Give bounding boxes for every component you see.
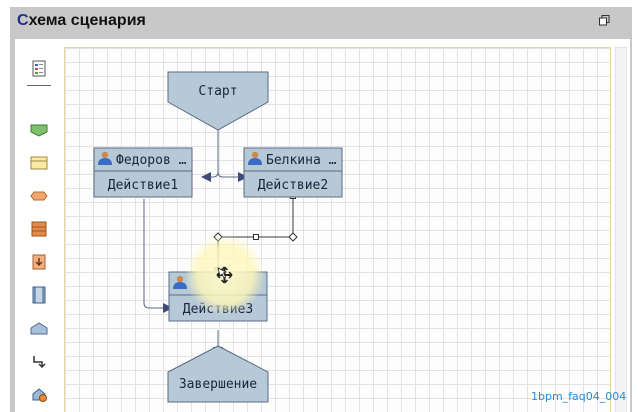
connector-action1-action3[interactable]: [143, 199, 173, 313]
panel-header: Схема сценария: [10, 7, 632, 37]
connector-handle[interactable]: [288, 232, 298, 242]
connector-start-action1[interactable]: [201, 130, 219, 182]
connector-handle[interactable]: [253, 234, 259, 240]
user-icon: [173, 275, 187, 289]
connector-selection-handles: [213, 193, 298, 242]
panel-title-initial: С: [17, 12, 29, 29]
action2-user: Белкина …: [266, 153, 337, 168]
import-shape-tool[interactable]: [29, 252, 49, 272]
end-shape-tool[interactable]: [29, 318, 49, 338]
diagram-svg: Старт Федоров … Действие1: [93, 71, 343, 403]
hexagon-shape-tool[interactable]: [29, 186, 49, 206]
start-shape-tool[interactable]: [29, 120, 49, 140]
maximize-icon[interactable]: [599, 15, 610, 26]
properties-icon[interactable]: [29, 59, 49, 79]
user-icon: [98, 151, 112, 165]
shape-palette: [15, 39, 63, 412]
action1-label: Действие1: [108, 178, 178, 193]
panel-title-text: хема сценария: [28, 12, 146, 29]
image-watermark: 1bpm_faq04_004: [531, 390, 627, 403]
vertical-scrollbar[interactable]: [615, 47, 627, 412]
action2-label: Действие2: [258, 178, 328, 193]
panel-body: Старт Федоров … Действие1: [15, 39, 630, 412]
palette-divider: [27, 85, 51, 86]
end-node[interactable]: Завершение: [167, 345, 269, 403]
connector-tool[interactable]: [29, 351, 49, 371]
action-shape-tool[interactable]: [29, 153, 49, 173]
scenario-scheme-panel: Схема сценария: [10, 7, 632, 412]
cursor-highlight: [185, 235, 265, 315]
subprocess-tool[interactable]: [29, 384, 49, 404]
action1-user: Федоров …: [116, 153, 187, 168]
connector-start-action2[interactable]: [217, 171, 248, 182]
panel-title: Схема сценария: [17, 12, 146, 30]
action1-node[interactable]: Федоров … Действие1: [93, 147, 193, 198]
column-shape-tool[interactable]: [29, 285, 49, 305]
start-node[interactable]: Старт: [167, 71, 269, 131]
action2-node[interactable]: Белкина … Действие2: [243, 147, 343, 198]
user-icon: [248, 151, 262, 165]
start-node-label: Старт: [198, 84, 237, 99]
end-node-label: Завершение: [179, 377, 257, 392]
diagram-canvas[interactable]: Старт Федоров … Действие1: [64, 47, 611, 412]
group-shape-tool[interactable]: [29, 219, 49, 239]
